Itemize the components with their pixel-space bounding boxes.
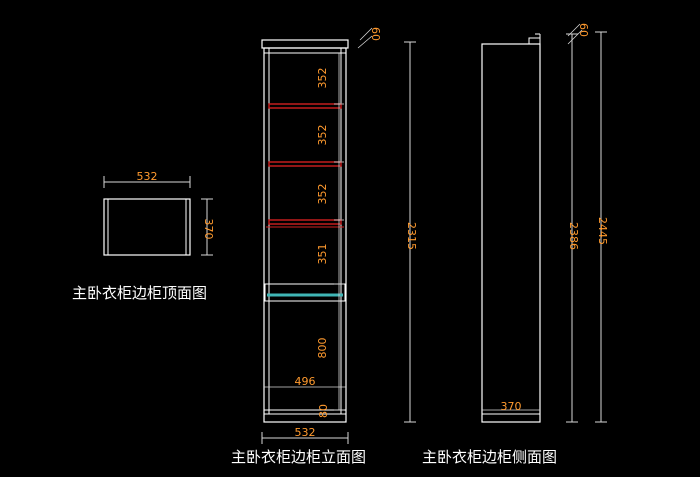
- side-view: 370 2386 2445 60 主卧衣柜边柜侧面图: [422, 23, 609, 466]
- top-view-depth-label: 370: [202, 219, 215, 240]
- side-view-top-trim: [528, 37, 541, 45]
- front-view-shelf-gap-label: 352: [316, 68, 329, 89]
- front-view-rail-panel: [264, 283, 346, 302]
- front-view-title: 主卧衣柜边柜立面图: [231, 448, 366, 466]
- front-view-total-height-label: 2315: [405, 222, 418, 250]
- front-view-shelf: [268, 219, 342, 225]
- front-view-base-height-label: 80: [317, 404, 330, 418]
- side-view-top-trim-dimension: [567, 23, 583, 45]
- side-view-overall-height-dimension: [595, 31, 607, 423]
- top-view-depth-dimension: [201, 198, 213, 256]
- front-view-top-trim-dimension: [357, 27, 373, 49]
- front-view-total-height-dimension: [404, 41, 416, 423]
- front-view-shelf-gap-label: 352: [316, 184, 329, 205]
- front-view-shelf-gap-label: 351: [316, 244, 329, 265]
- top-view-width-label: 532: [137, 170, 158, 183]
- front-view-shelf-dimension-chain: [334, 53, 344, 411]
- top-view: 532 370 主卧衣柜边柜顶面图: [72, 170, 215, 302]
- front-view-outer-width-dimension: [261, 432, 349, 444]
- side-view-body-height-label: 2386: [567, 222, 580, 250]
- front-view-inner-width-label: 496: [295, 375, 316, 388]
- side-view-title: 主卧衣柜边柜侧面图: [422, 448, 557, 466]
- front-view-top-trim-label: 60: [369, 27, 382, 41]
- side-view-overall-height-label: 2445: [596, 217, 609, 245]
- top-view-outline: [103, 198, 191, 256]
- front-view-outer-width-label: 532: [295, 426, 316, 439]
- side-view-top-trim-label: 60: [577, 23, 590, 37]
- front-view-top-trim: [261, 39, 349, 49]
- top-view-width-dimension: [103, 176, 191, 188]
- front-view: 352 352 352 351 800 80 496 532 2315 6: [231, 27, 418, 466]
- side-view-body: [481, 43, 541, 423]
- front-view-hanging-height-label: 800: [316, 338, 329, 359]
- top-view-title: 主卧衣柜边柜顶面图: [72, 284, 207, 302]
- side-view-depth-label: 370: [501, 400, 522, 413]
- side-view-body-height-dimension: [566, 33, 578, 423]
- front-view-shelf: [268, 103, 342, 109]
- front-view-body: [263, 47, 347, 423]
- front-view-shelf: [268, 161, 342, 167]
- front-view-shelf-gap-label: 352: [316, 125, 329, 146]
